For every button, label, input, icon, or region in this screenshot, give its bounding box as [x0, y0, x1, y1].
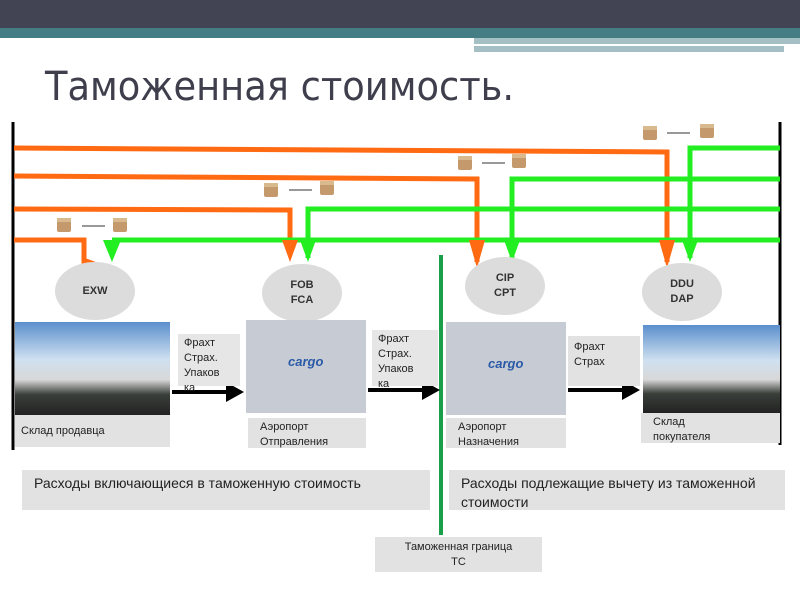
cost-line: ка: [184, 382, 196, 394]
place-label: Аэропорт: [458, 421, 507, 433]
header-bar: [0, 0, 800, 28]
included-costs-box: Расходы включающиеся в таможенную стоимо…: [22, 470, 430, 510]
arrival-plane-image: cargo: [446, 322, 566, 415]
plane-text: cargo: [488, 356, 524, 371]
term-ddu-dap: DDU DAP: [642, 263, 722, 321]
term-exw: EXW: [55, 262, 135, 320]
page-title: Таможенная стоимость.: [45, 64, 515, 110]
place-seller-warehouse: Склад продавца: [15, 415, 170, 447]
cost-line: ка: [378, 378, 390, 390]
place-label: Назначения: [458, 436, 519, 448]
term-label: FCA: [290, 294, 314, 306]
term-label: DAP: [670, 293, 694, 305]
term-label: CIP: [495, 272, 515, 284]
buyer-lines: [112, 145, 780, 258]
place-label: покупателя: [653, 431, 711, 443]
term-label: EXW: [82, 284, 108, 297]
departure-plane-image: cargo: [246, 320, 366, 413]
seller-warehouse-image: [15, 322, 170, 415]
place-label: Отправления: [260, 436, 329, 448]
plane-text: cargo: [288, 354, 324, 369]
term-cip-cpt: CIP CPT: [465, 257, 545, 315]
cost-line: Фрахт: [184, 337, 216, 349]
place-label: Склад: [653, 416, 685, 428]
header-stripe: [0, 28, 800, 38]
cost-line: Страх: [574, 356, 605, 368]
term-label: DDU: [670, 278, 694, 290]
place-label: Склад продавца: [21, 425, 105, 437]
header-stripe: [474, 38, 800, 44]
cost-line: Страх.: [378, 348, 412, 360]
cost-line: Фрахт: [574, 341, 606, 353]
header-stripe: [474, 44, 800, 46]
border-label-line: ТС: [451, 556, 466, 568]
transport-arrows: [172, 380, 640, 402]
cost-line: Упаков: [378, 363, 414, 375]
term-label: CPT: [494, 287, 516, 299]
header-stripe: [474, 46, 784, 52]
cost-line: Упаков: [184, 367, 220, 379]
term-label: FOB: [290, 279, 314, 291]
arrow-heads: [85, 240, 698, 280]
place-buyer-warehouse: Склад покупателя: [641, 413, 780, 443]
cost-line: Фрахт: [378, 333, 410, 345]
cargo-box-icons: [57, 124, 714, 232]
cost-line: Страх.: [184, 352, 218, 364]
buyer-warehouse-image: [643, 325, 780, 413]
border-label-line: Таможенная граница: [404, 541, 513, 553]
place-label: Аэропорт: [260, 421, 309, 433]
term-fob-fca: FOB FCA: [262, 264, 342, 322]
deducted-costs-box: Расходы подлежащие вычету из таможенной …: [449, 470, 785, 510]
